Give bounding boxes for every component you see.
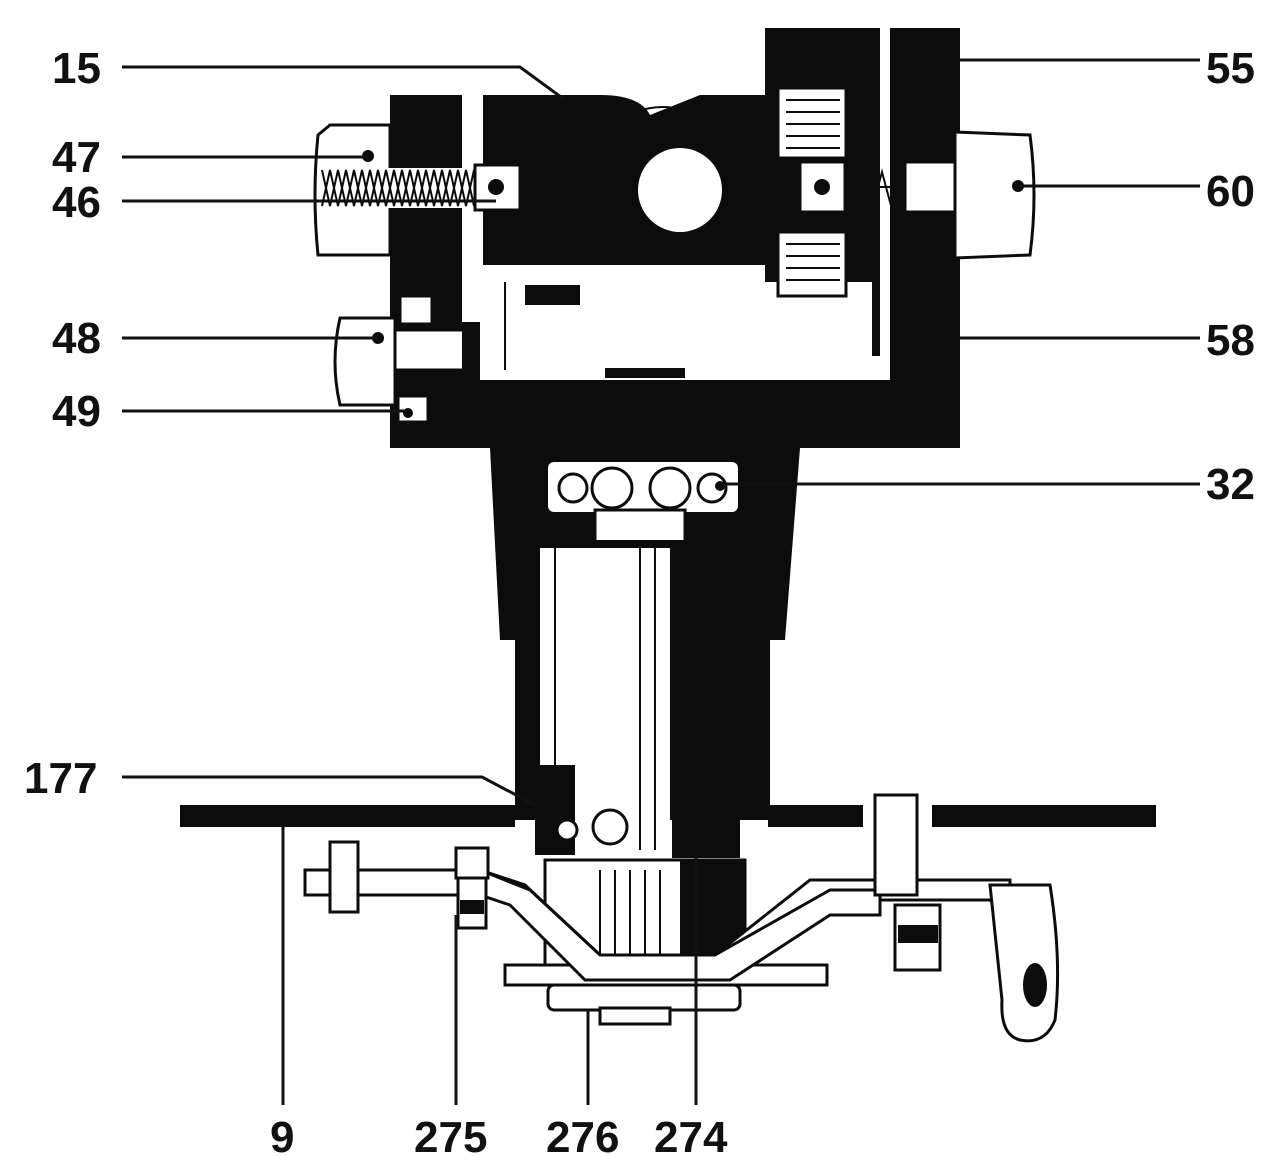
label-49: 49: [52, 387, 101, 436]
upper-housing: [390, 28, 960, 448]
label-275: 275: [414, 1113, 487, 1156]
label-55: 55: [1206, 44, 1255, 93]
base-plate: [180, 805, 1156, 827]
label-60: 60: [1206, 167, 1255, 216]
spindle-cylinder: [515, 540, 770, 858]
lower-left-knob: [333, 294, 480, 424]
label-48: 48: [52, 314, 101, 363]
operating-lever: [303, 793, 1060, 1043]
leader-lines: [122, 58, 1200, 1105]
label-177: 177: [24, 754, 97, 803]
label-276: 276: [546, 1113, 619, 1156]
roller-lower: [776, 230, 848, 298]
label-47: 47: [52, 133, 101, 182]
roller-upper: [776, 86, 848, 160]
label-46: 46: [52, 178, 101, 227]
label-274: 274: [654, 1113, 728, 1156]
label-32: 32: [1206, 460, 1255, 509]
label-9: 9: [270, 1113, 294, 1156]
label-58: 58: [1206, 316, 1255, 365]
label-15: 15: [52, 44, 101, 93]
callout-labels: 15 47 46 48 49 177 55 60 58 32 9 275 276…: [24, 44, 1255, 1156]
